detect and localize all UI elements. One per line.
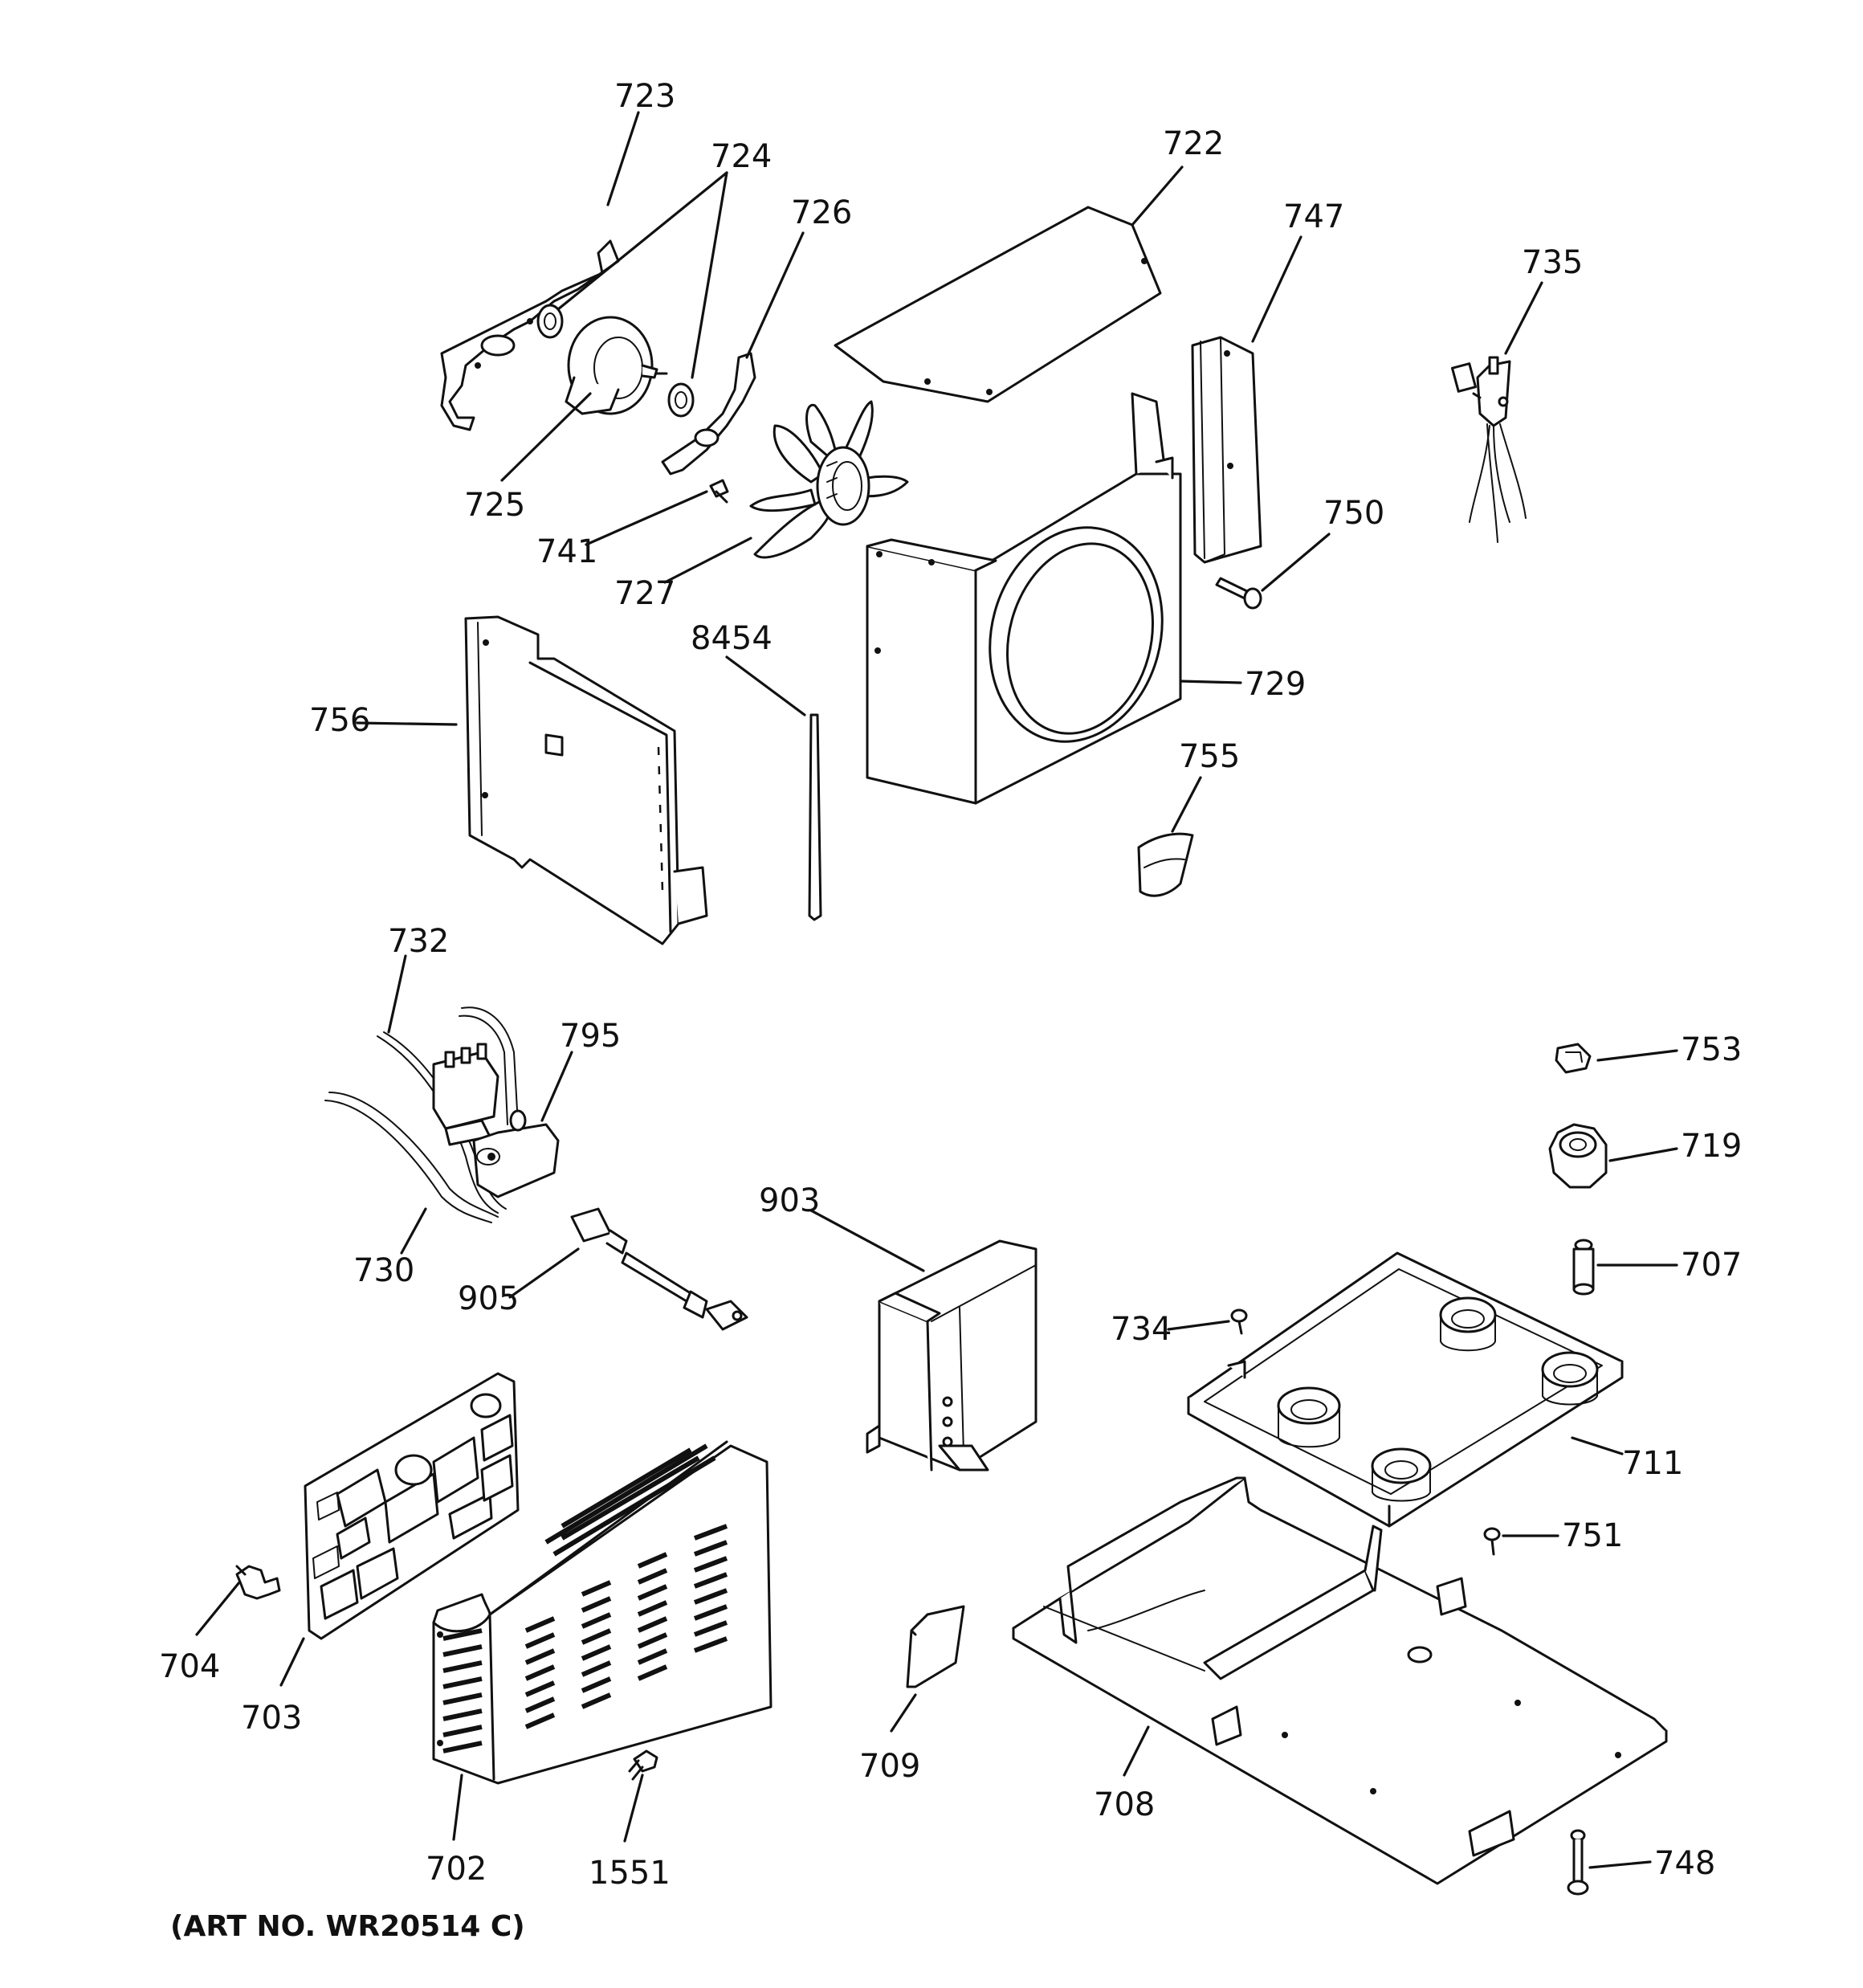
leader-905 xyxy=(508,1247,580,1299)
part-724-grommet-right xyxy=(667,382,695,418)
callout-708: 708 xyxy=(1094,1786,1155,1823)
leader-748 xyxy=(1588,1860,1652,1869)
callout-723: 723 xyxy=(614,78,675,115)
callout-748: 748 xyxy=(1654,1845,1715,1882)
part-729-fan-shroud xyxy=(866,392,1182,805)
callout-903: 903 xyxy=(759,1182,820,1219)
part-708-base-pan xyxy=(1012,1476,1668,1885)
callout-795: 795 xyxy=(560,1018,621,1055)
part-753-clip xyxy=(1555,1043,1592,1074)
leader-741 xyxy=(585,490,708,546)
callout-741: 741 xyxy=(536,533,597,570)
part-747-side-bracket xyxy=(1191,336,1262,564)
part-722-top-panel xyxy=(834,206,1162,403)
callout-727: 727 xyxy=(614,575,675,612)
leader-709 xyxy=(890,1693,917,1733)
part-725-fan-motor xyxy=(565,316,668,415)
callout-735: 735 xyxy=(1522,244,1583,281)
callout-750: 750 xyxy=(1323,495,1384,532)
part-709-bracket xyxy=(906,1605,965,1688)
part-751-screw xyxy=(1483,1527,1501,1556)
leader-1551 xyxy=(623,1774,644,1843)
callout-1551: 1551 xyxy=(589,1855,671,1892)
part-735-power-cord xyxy=(1450,356,1527,543)
callout-753: 753 xyxy=(1681,1031,1742,1068)
leader-756 xyxy=(356,721,458,726)
leader-723 xyxy=(606,111,640,206)
callout-724: 724 xyxy=(711,138,772,175)
part-748-screw xyxy=(1567,1829,1589,1896)
part-727-fan-blade xyxy=(749,400,909,559)
part-719-knob xyxy=(1548,1123,1608,1189)
callout-751: 751 xyxy=(1562,1517,1623,1554)
part-8454-seal-strip xyxy=(808,713,822,921)
part-905-wire-harness xyxy=(570,1207,748,1331)
part-703-control-board xyxy=(304,1372,520,1640)
callout-905: 905 xyxy=(458,1280,519,1317)
part-1551-screw xyxy=(628,1749,658,1781)
leader-lines xyxy=(195,111,1678,1869)
leader-753 xyxy=(1596,1049,1678,1062)
callout-730: 730 xyxy=(353,1252,414,1289)
callout-711: 711 xyxy=(1622,1445,1683,1482)
part-724-grommet-left xyxy=(536,304,564,339)
leader-704 xyxy=(195,1581,241,1636)
part-711-drain-pan xyxy=(1187,1251,1624,1528)
callout-707: 707 xyxy=(1681,1247,1742,1284)
callout-726: 726 xyxy=(791,194,852,231)
callout-709: 709 xyxy=(859,1748,920,1785)
callout-722: 722 xyxy=(1163,125,1224,162)
callout-704: 704 xyxy=(159,1648,220,1685)
callout-labels: 723 724 726 722 747 735 725 741 727 750 … xyxy=(159,78,1742,1892)
part-903-electrical-module xyxy=(866,1239,1037,1472)
leader-750 xyxy=(1261,533,1331,592)
leader-703 xyxy=(279,1637,305,1687)
leader-734 xyxy=(1167,1320,1230,1331)
part-750-screw xyxy=(1215,577,1262,610)
callout-703: 703 xyxy=(241,1700,302,1737)
leader-725 xyxy=(500,392,592,482)
callout-719: 719 xyxy=(1681,1128,1742,1165)
leader-729 xyxy=(1179,680,1242,684)
part-704-board-standoff xyxy=(235,1565,281,1600)
leader-708 xyxy=(1123,1725,1150,1777)
part-723-motor-bracket xyxy=(440,239,620,431)
part-741-screw xyxy=(709,479,729,504)
leader-702 xyxy=(452,1774,463,1841)
leader-755 xyxy=(1171,776,1202,833)
callout-747: 747 xyxy=(1283,198,1344,235)
part-756-control-cover xyxy=(464,615,708,945)
leader-711 xyxy=(1571,1436,1624,1455)
callout-755: 755 xyxy=(1179,738,1240,775)
leader-8454 xyxy=(725,655,806,716)
leader-724b xyxy=(691,171,728,379)
leader-727 xyxy=(663,537,752,584)
leader-795 xyxy=(540,1051,573,1122)
part-726-motor-bracket xyxy=(661,352,756,476)
callout-729: 729 xyxy=(1245,666,1306,703)
part-702-control-enclosure xyxy=(432,1440,773,1785)
callout-732: 732 xyxy=(388,923,449,960)
leader-719 xyxy=(1608,1147,1678,1162)
leader-724a xyxy=(556,171,728,311)
leader-735 xyxy=(1504,281,1543,355)
callout-734: 734 xyxy=(1111,1311,1172,1348)
leader-730 xyxy=(400,1207,427,1255)
part-795-water-valve xyxy=(432,1043,560,1198)
callout-725: 725 xyxy=(464,487,525,524)
leader-722 xyxy=(1131,165,1184,227)
callout-756: 756 xyxy=(309,702,370,739)
leader-732 xyxy=(387,954,407,1034)
part-755-foam-pad xyxy=(1137,832,1194,897)
part-734-screw xyxy=(1230,1308,1248,1335)
art-number: (ART NO. WR20514 C) xyxy=(170,1910,525,1943)
leader-903 xyxy=(809,1209,925,1272)
part-707-standoff xyxy=(1572,1239,1595,1296)
callout-8454: 8454 xyxy=(691,620,773,657)
callout-702: 702 xyxy=(426,1851,487,1888)
leader-747 xyxy=(1251,235,1302,343)
leader-726 xyxy=(745,231,805,359)
